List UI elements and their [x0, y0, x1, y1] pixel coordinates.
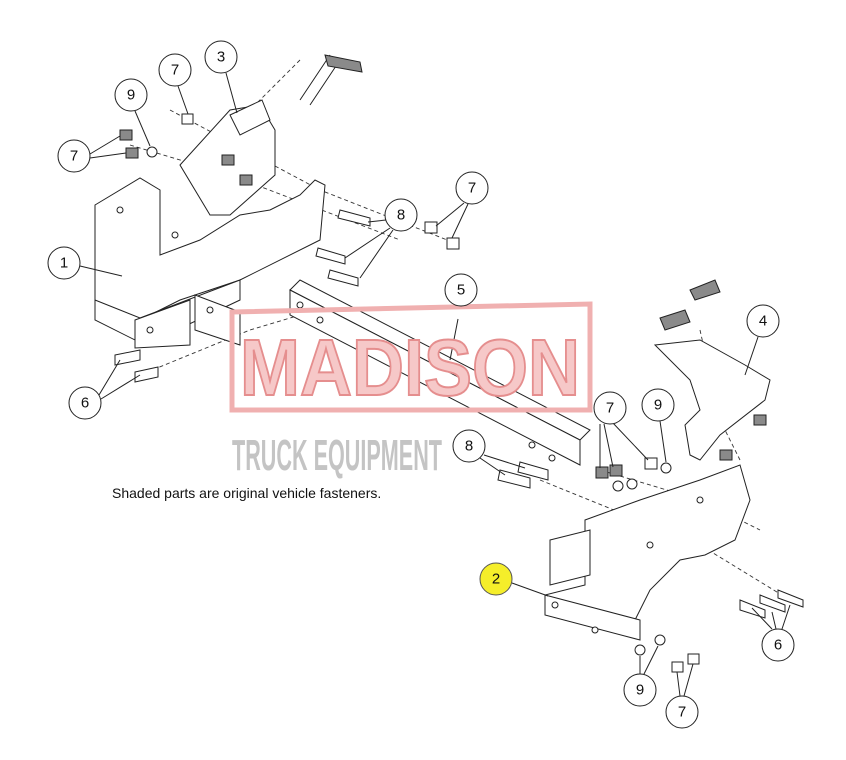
svg-text:9: 9	[127, 87, 135, 104]
svg-text:6: 6	[81, 395, 89, 412]
svg-text:7: 7	[606, 400, 614, 417]
callout-7: 7	[665, 695, 699, 729]
watermark-brand: MADISON	[240, 323, 580, 412]
callout-2-highlighted: 2	[479, 562, 513, 596]
callout-7: 7	[158, 53, 192, 87]
callout-6: 6	[761, 628, 795, 662]
svg-text:9: 9	[636, 682, 644, 699]
watermark-subtitle: TRUCK EQUIPMENT	[232, 431, 442, 480]
part-4-bracket	[653, 279, 771, 461]
callout-4: 4	[746, 304, 780, 338]
svg-text:3: 3	[217, 49, 225, 66]
shaded-parts-note: Shaded parts are original vehicle fasten…	[112, 485, 382, 501]
callout-3: 3	[204, 40, 238, 74]
svg-text:7: 7	[171, 62, 179, 79]
callout-8: 8	[384, 198, 418, 232]
svg-text:7: 7	[678, 704, 686, 721]
watermark: MADISON TRUCK EQUIPMENT	[229, 301, 593, 480]
svg-text:8: 8	[465, 438, 473, 455]
callout-8: 8	[452, 429, 486, 463]
callout-9: 9	[114, 78, 148, 112]
callout-7: 7	[57, 139, 91, 173]
callout-1: 1	[47, 246, 81, 280]
callout-5: 5	[444, 273, 478, 307]
callout-9: 9	[623, 673, 657, 707]
callout-7: 7	[455, 171, 489, 205]
part-2-frame-bracket	[544, 464, 751, 641]
svg-text:8: 8	[397, 207, 405, 224]
part-1-frame-bracket	[94, 177, 326, 349]
svg-text:6: 6	[774, 637, 782, 654]
callout-7: 7	[593, 391, 627, 425]
svg-text:7: 7	[70, 148, 78, 165]
svg-text:2: 2	[492, 571, 500, 588]
fasteners-top-left	[119, 113, 460, 287]
part-3-bracket	[179, 54, 363, 216]
svg-text:4: 4	[759, 313, 767, 330]
svg-text:5: 5	[457, 282, 465, 299]
svg-text:7: 7	[468, 180, 476, 197]
svg-text:9: 9	[654, 397, 662, 414]
callout-9: 9	[641, 388, 675, 422]
svg-text:1: 1	[60, 255, 68, 272]
leader-lines	[79, 72, 791, 697]
fasteners-lower	[114, 349, 804, 673]
callout-6: 6	[68, 386, 102, 420]
